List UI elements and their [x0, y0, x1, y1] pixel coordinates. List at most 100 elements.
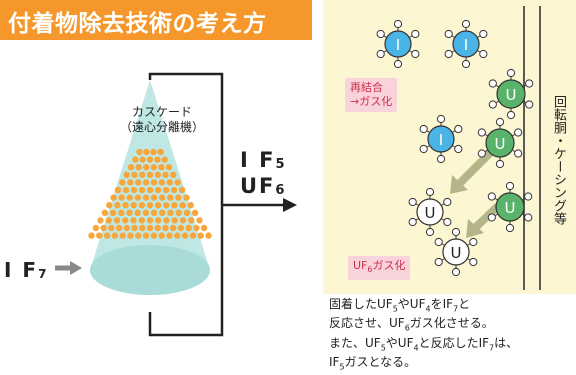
particle: [187, 202, 194, 209]
tag-recombine-line2: →ガス化: [350, 95, 393, 108]
particle: [150, 164, 157, 171]
particle: [167, 194, 174, 201]
particle: [146, 156, 154, 163]
note-subscript: 7: [453, 304, 459, 314]
particle: [106, 202, 113, 209]
particle: [183, 209, 191, 216]
particle: [142, 179, 150, 186]
particle: [122, 186, 130, 194]
inlet-sub: 7: [38, 267, 49, 281]
uranium-molecule: [487, 181, 533, 233]
note-text: と反応したIF: [418, 335, 490, 350]
inlet-main: I F: [4, 258, 39, 282]
particle: [193, 224, 200, 232]
particle: [139, 156, 146, 163]
particle: [158, 179, 166, 186]
particle: [135, 232, 142, 239]
tag-uf6-sub: 6: [367, 265, 373, 275]
particle: [166, 179, 173, 186]
particle: [183, 194, 190, 201]
uranium-molecule: [477, 117, 523, 169]
title-banner: 付着物除去技術の考え方: [0, 0, 312, 40]
note-line-4: IF5ガスとなる。: [329, 355, 574, 374]
note-text: と: [458, 297, 471, 311]
arrow-lower: [466, 203, 501, 238]
particle: [159, 209, 166, 216]
particle: [103, 232, 111, 239]
cascade-label: カスケード （遠心分離機）: [120, 105, 204, 135]
inlet-label: I F7: [4, 258, 48, 282]
iodine-letter-1: I: [396, 36, 400, 54]
uranium-letter-4: U: [425, 204, 436, 222]
particle: [134, 194, 142, 201]
particle: [162, 186, 170, 194]
tag-uf6-pre: UF: [353, 259, 368, 272]
particle: [154, 171, 161, 178]
particle: [175, 194, 182, 201]
particle: [170, 186, 178, 194]
cascade-diagram: [55, 72, 297, 337]
note-text: 固着したUF: [329, 297, 393, 311]
particle: [138, 202, 146, 209]
explanation-note: 固着したUF5やUF4をIF7と 反応させ、UF6ガス化させる。 また、UF5や…: [329, 297, 574, 375]
wall-label: 回転胴・ケーシング等: [551, 95, 566, 225]
uranium-letter-1: U: [506, 86, 517, 104]
particle: [177, 224, 185, 232]
particle: [142, 232, 150, 239]
tag-recombine-line1: 再結合: [350, 81, 383, 94]
particle: [171, 217, 178, 224]
enriched-particles: [88, 148, 212, 239]
particle: [189, 232, 197, 239]
particle: [138, 217, 145, 224]
outlet-arrow: [283, 198, 297, 212]
particle: [135, 179, 142, 186]
particle: [179, 202, 186, 209]
particle: [175, 209, 182, 216]
particle: [174, 179, 181, 186]
particle: [158, 232, 165, 239]
particle: [134, 209, 141, 216]
particle: [131, 224, 138, 232]
particle: [139, 171, 146, 178]
iodine-letter-3: I: [439, 131, 443, 149]
note-text: やUF: [397, 297, 426, 311]
note-text: やUF: [385, 335, 414, 350]
particle: [150, 232, 158, 239]
particle: [119, 179, 126, 186]
particle: [123, 171, 130, 178]
particle: [92, 224, 100, 232]
particle: [158, 164, 165, 171]
gas-if5-main: I F: [240, 148, 276, 172]
particle: [130, 202, 137, 209]
particle: [142, 194, 150, 201]
note-subscript: 4: [425, 304, 431, 314]
particle: [111, 232, 119, 239]
note-text: IF: [329, 355, 340, 370]
iodine-molecule: [419, 114, 463, 164]
gas-uf6-label: UF6: [240, 174, 286, 198]
particle: [163, 217, 170, 224]
particle: [119, 232, 126, 239]
particle: [146, 171, 154, 178]
arrow-upper: [450, 150, 493, 194]
particle: [118, 209, 125, 216]
particle: [138, 186, 146, 194]
particle: [158, 194, 166, 201]
particle: [126, 194, 133, 201]
particle: [109, 209, 117, 216]
particle: [110, 194, 117, 201]
page-title: 付着物除去技術の考え方: [8, 11, 267, 37]
particle: [157, 148, 164, 156]
particle: [146, 224, 154, 232]
particle: [165, 164, 173, 171]
particle: [154, 186, 162, 194]
tag-uf6-post: ガス化: [372, 259, 406, 272]
note-subscript: 6: [404, 323, 410, 333]
note-subscript: 4: [413, 343, 419, 353]
particle: [150, 179, 158, 186]
uranium-molecule: [488, 68, 534, 120]
particle: [97, 217, 104, 224]
particle: [181, 232, 189, 239]
particle: [143, 148, 150, 156]
